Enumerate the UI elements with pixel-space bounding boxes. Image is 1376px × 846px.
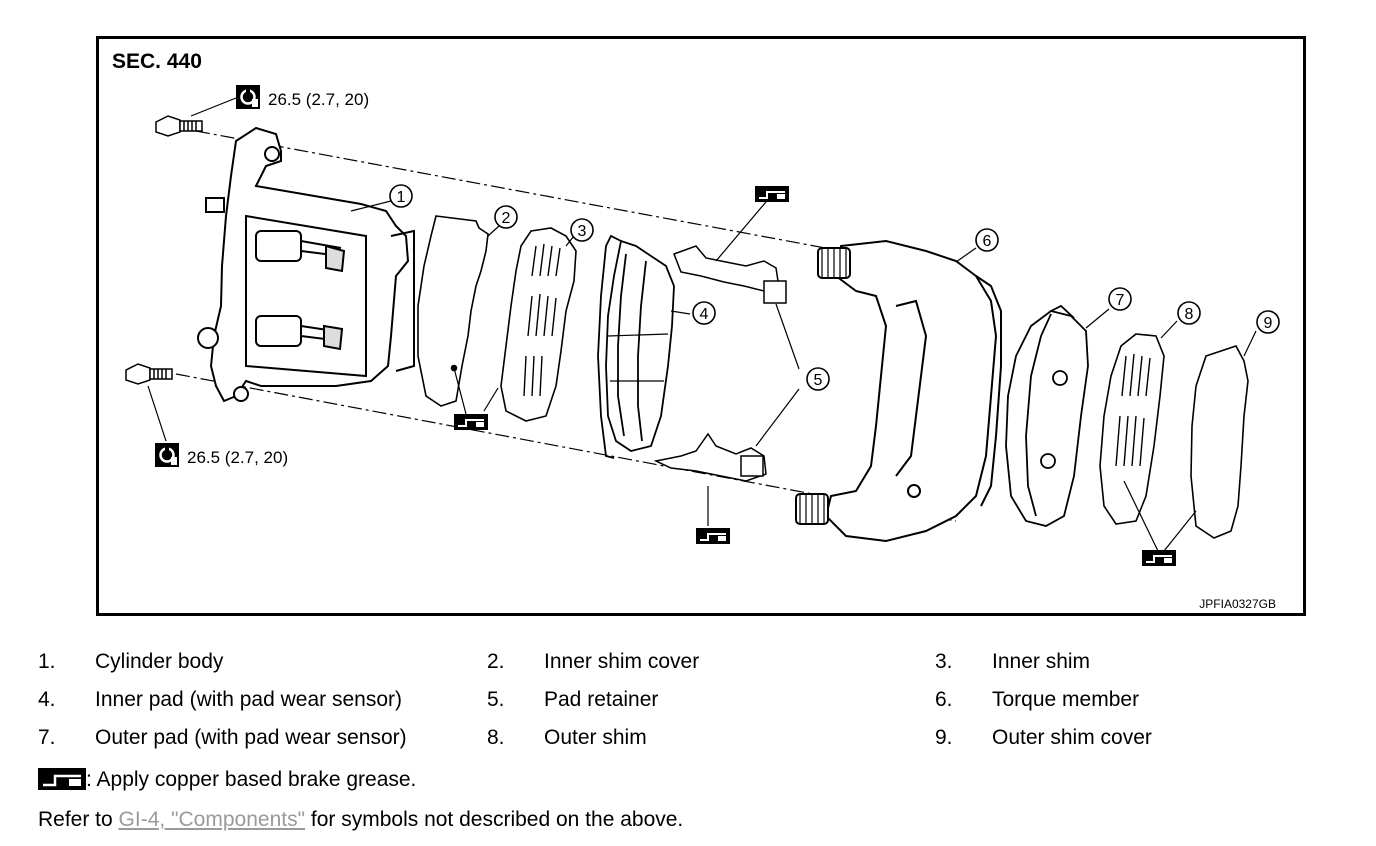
legend-number: 1. <box>38 650 56 673</box>
components-link[interactable]: GI-4, "Components" <box>118 808 306 831</box>
grease-icon-outer-shim <box>1141 549 1177 567</box>
legend-number: 4. <box>38 688 56 711</box>
callout-4: 4 <box>692 301 716 325</box>
bolt-bottom <box>125 363 173 385</box>
svg-text:4: 4 <box>700 306 709 323</box>
bolt-top <box>155 115 203 137</box>
grease-note: : Apply copper based brake grease. <box>38 766 416 794</box>
legend-number: 2. <box>487 650 505 673</box>
legend-row: 1. Cylinder body 2. Inner shim cover 3. … <box>0 648 1376 686</box>
callout-1: 1 <box>389 184 413 208</box>
legend-number: 9. <box>935 726 953 749</box>
svg-text:7: 7 <box>1116 292 1125 309</box>
legend-row: 7. Outer pad (with pad wear sensor) 8. O… <box>0 724 1376 762</box>
legend-label: Outer shim cover <box>992 726 1152 749</box>
refer-note: Refer to GI-4, "Components" for symbols … <box>38 806 683 834</box>
legend-number: 5. <box>487 688 505 711</box>
grease-icon-retainer-bottom <box>695 527 731 545</box>
part-inner-pad <box>597 234 675 459</box>
svg-text:6: 6 <box>983 233 992 250</box>
exploded-diagram: SEC. 440 26.5 (2.7, 20) 26.5 (2.7, 20) <box>96 36 1306 616</box>
grease-icon-inner-shim <box>453 413 489 431</box>
torque-icon-top <box>234 83 262 111</box>
legend-label: Inner pad (with pad wear sensor) <box>95 688 402 711</box>
legend-number: 3. <box>935 650 953 673</box>
svg-text:2: 2 <box>502 210 511 227</box>
svg-text:1: 1 <box>397 189 406 206</box>
legend-label: Inner shim <box>992 650 1091 673</box>
svg-text:9: 9 <box>1264 315 1273 332</box>
legend-label: Outer pad (with pad wear sensor) <box>95 726 407 749</box>
part-cylinder-body <box>197 126 415 403</box>
grease-note-text: : Apply copper based brake grease. <box>86 768 417 791</box>
grease-icon-retainer-top <box>754 185 790 203</box>
torque-icon-bottom <box>153 441 181 469</box>
part-pad-retainer <box>653 245 787 482</box>
callout-7: 7 <box>1108 287 1132 311</box>
torque-value-top: 26.5 (2.7, 20) <box>268 90 369 109</box>
part-torque-member <box>795 239 1002 543</box>
legend-number: 7. <box>38 726 56 749</box>
callout-leaders <box>350 195 1257 552</box>
legend-number: 6. <box>935 688 953 711</box>
callout-5: 5 <box>806 367 830 391</box>
legend-number: 8. <box>487 726 505 749</box>
legend-label: Outer shim <box>544 726 647 749</box>
callout-8: 8 <box>1177 301 1201 325</box>
legend-label: Cylinder body <box>95 650 224 673</box>
callout-2: 2 <box>494 205 518 229</box>
legend-label: Torque member <box>992 688 1140 711</box>
part-outer-shim-cover <box>1190 345 1249 539</box>
parts-legend: 1. Cylinder body 2. Inner shim cover 3. … <box>0 648 1376 762</box>
part-inner-shim <box>500 227 577 422</box>
svg-text:5: 5 <box>814 372 823 389</box>
svg-text:8: 8 <box>1185 306 1194 323</box>
part-inner-shim-cover <box>417 215 489 407</box>
diagram-frame <box>96 36 1306 616</box>
callout-6: 6 <box>975 228 999 252</box>
diagram-canvas: SEC. 440 26.5 (2.7, 20) 26.5 (2.7, 20) <box>96 36 1306 616</box>
legend-label: Pad retainer <box>544 688 659 711</box>
part-outer-shim <box>1099 333 1165 525</box>
figure-code: JPFIA0327GB <box>1199 597 1276 611</box>
torque-value-bottom: 26.5 (2.7, 20) <box>187 448 288 467</box>
callout-3: 3 <box>570 218 594 242</box>
callout-9: 9 <box>1256 310 1280 334</box>
part-outer-pad <box>1005 304 1089 527</box>
section-label: SEC. 440 <box>112 50 202 73</box>
legend-label: Inner shim cover <box>544 650 700 673</box>
refer-prefix: Refer to <box>38 808 119 831</box>
svg-text:3: 3 <box>578 223 587 240</box>
refer-suffix: for symbols not described on the above. <box>305 808 684 831</box>
grease-icon <box>38 768 86 790</box>
legend-row: 4. Inner pad (with pad wear sensor) 5. P… <box>0 686 1376 724</box>
